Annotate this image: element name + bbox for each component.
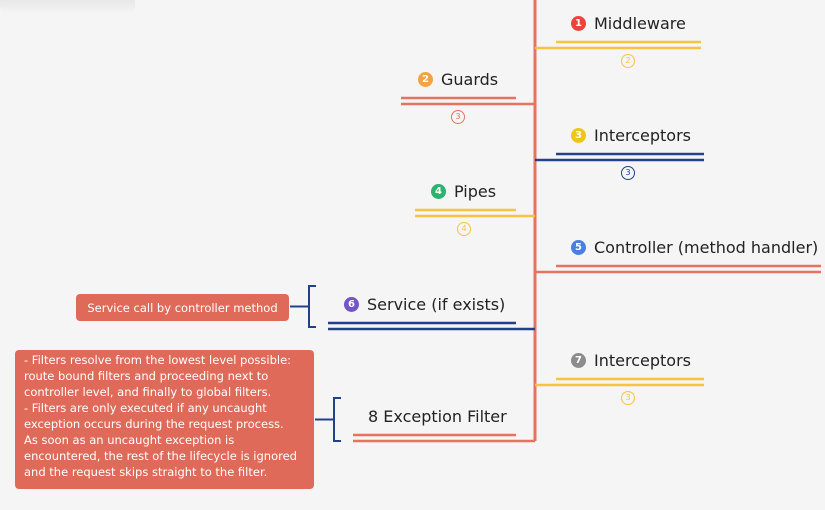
filters-note-line: As soon as an uncaught exception is <box>24 433 235 447</box>
node-label-interceptors-post: Interceptors <box>594 351 691 370</box>
step-number-5: 5 <box>571 240 586 255</box>
badge-interceptors-pre: 3 <box>621 166 635 180</box>
filters-note-line: controller level, and finally to global … <box>24 385 272 399</box>
service-note-bracket <box>290 285 316 328</box>
node-exception-filter: 8 Exception Filter <box>368 407 507 426</box>
node-label-exception-filter: 8 Exception Filter <box>368 407 507 426</box>
node-pipes: 4 Pipes <box>431 182 496 201</box>
step-number-3: 3 <box>571 128 586 143</box>
service-note: Service call by controller method <box>76 294 289 321</box>
node-label-service: Service (if exists) <box>367 295 506 314</box>
node-service: 6 Service (if exists) <box>344 295 505 314</box>
filters-note-line: route bound filters and proceeding next … <box>24 369 269 383</box>
step-number-6: 6 <box>344 297 359 312</box>
node-label-interceptors-pre: Interceptors <box>594 126 691 145</box>
badge-interceptors-post: 3 <box>621 391 635 405</box>
top-fade-decoration <box>0 0 135 14</box>
filters-note: - Filters resolve from the lowest level … <box>15 350 314 489</box>
badge-guards: 3 <box>451 110 465 124</box>
badge-middleware: 2 <box>621 54 635 68</box>
filters-note-bracket <box>315 397 341 442</box>
node-label-middleware: Middleware <box>594 14 686 33</box>
node-controller: 5 Controller (method handler) <box>571 238 818 257</box>
step-number-7: 7 <box>571 353 586 368</box>
step-number-1: 1 <box>571 16 586 31</box>
step-number-2: 2 <box>418 72 433 87</box>
filters-note-line: - Filters resolve from the lowest level … <box>24 353 292 367</box>
node-guards: 2 Guards <box>418 70 498 89</box>
node-label-controller: Controller (method handler) <box>594 238 819 257</box>
filters-note-line: exception occurs during the request proc… <box>24 417 284 431</box>
filters-note-line: - Filters are only executed if any uncau… <box>24 401 267 415</box>
node-label-pipes: Pipes <box>454 182 497 201</box>
service-note-text: Service call by controller method <box>87 300 278 315</box>
node-middleware: 1 Middleware <box>571 14 686 33</box>
node-interceptors-pre: 3 Interceptors <box>571 126 691 145</box>
step-number-4: 4 <box>431 184 446 199</box>
node-label-guards: Guards <box>441 70 499 89</box>
filters-note-line: encountered, the rest of the lifecycle i… <box>24 449 297 463</box>
filters-note-line: and the request skips straight to the fi… <box>24 465 268 479</box>
badge-pipes: 4 <box>457 222 471 236</box>
node-interceptors-post: 7 Interceptors <box>571 351 691 370</box>
